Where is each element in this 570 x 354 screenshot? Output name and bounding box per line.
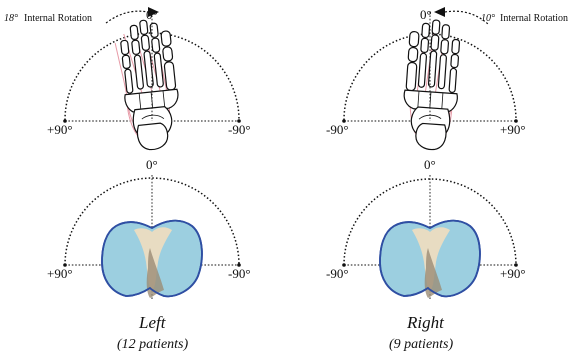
right-patients-label: (9 patients) — [389, 337, 453, 352]
left-foot-label-plus90: +90° — [47, 122, 73, 137]
right-foot-label-minus90: -90° — [326, 122, 349, 137]
right-talus-cross-section — [380, 221, 480, 298]
left-patients-label: (12 patients) — [117, 337, 188, 352]
left-talus-label-plus90: +90° — [47, 266, 73, 281]
right-arrow-head-icon — [434, 7, 445, 17]
right-foot-skeleton — [401, 18, 463, 151]
left-talus-label-minus90: -90° — [228, 266, 251, 281]
right-foot-label-plus90: +90° — [500, 122, 526, 137]
right-rotation-value: 10° — [481, 13, 495, 24]
right-talus-label-0: 0° — [424, 157, 436, 172]
right-talus-panel: 0° -90° +90° Right (9 patients) — [326, 157, 526, 352]
left-rotation-value: 18° — [4, 13, 18, 24]
left-foot-panel: 18° Internal Rotation 0° +90° -90° — [4, 7, 251, 152]
left-foot-label-minus90: -90° — [228, 122, 251, 137]
left-foot-skeleton — [117, 18, 183, 152]
left-side-label: Left — [138, 313, 167, 332]
right-talus-label-minus90: -90° — [326, 266, 349, 281]
left-rotation-text: Internal Rotation — [24, 13, 92, 24]
right-foot-panel: 0° 10° Internal Rotation -90° +90° — [326, 7, 568, 151]
right-talus-label-plus90: +90° — [500, 266, 526, 281]
right-side-label: Right — [406, 313, 445, 332]
right-rotation-text: Internal Rotation — [500, 13, 568, 24]
left-talus-panel: 0° +90° -90° Left (12 patients) — [47, 157, 251, 352]
left-talus-cross-section — [102, 221, 202, 298]
left-calcaneus — [137, 123, 169, 151]
left-talus-label-0: 0° — [146, 157, 158, 172]
right-calcaneus — [415, 123, 447, 150]
